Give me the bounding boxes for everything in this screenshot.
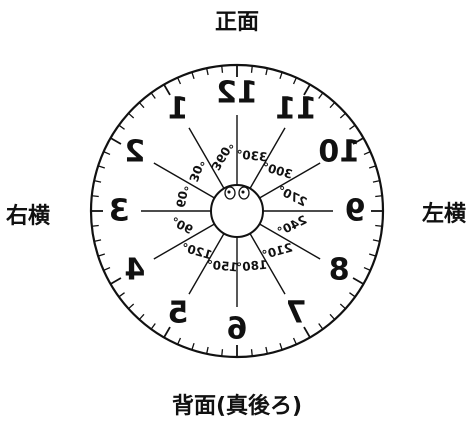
center-circle [210, 184, 264, 238]
minute-tick [206, 68, 209, 76]
minute-tick [221, 65, 224, 73]
major-tick [163, 84, 171, 96]
label-left-side: 左横 [421, 202, 466, 227]
hour-spoke [249, 127, 286, 189]
hour-spoke [259, 162, 321, 199]
hour-number: 2 [124, 135, 145, 170]
minute-tick [150, 323, 156, 330]
major-tick [110, 137, 122, 145]
minute-tick [372, 180, 380, 183]
minute-tick [206, 346, 209, 354]
minute-tick [318, 92, 324, 99]
major-tick [352, 137, 364, 145]
hour-spoke [249, 233, 286, 295]
minute-tick [292, 77, 297, 85]
minute-tick [368, 253, 377, 257]
minute-tick [250, 65, 253, 73]
label-front: 正面 [214, 10, 260, 35]
minute-tick [349, 292, 356, 298]
hour-number: 9 [345, 194, 366, 229]
degree-label: 60° [173, 184, 191, 209]
degree-label: 90° [169, 214, 196, 237]
minute-tick [279, 71, 283, 80]
major-tick [352, 277, 364, 285]
hour-number: 3 [109, 194, 130, 229]
minute-tick [128, 303, 135, 310]
minute-tick [138, 102, 145, 109]
center-hub [210, 184, 264, 238]
minute-tick [177, 337, 182, 345]
major-tick [110, 277, 122, 285]
minute-tick [279, 342, 283, 351]
minute-tick [250, 349, 253, 357]
minute-tick [329, 102, 336, 109]
degree-label: 210° [260, 240, 294, 262]
hour-number: 4 [124, 253, 145, 288]
major-tick [303, 326, 311, 338]
minute-tick [221, 349, 224, 357]
minute-tick [191, 71, 195, 80]
minute-tick [118, 292, 125, 298]
hour-number: 5 [168, 296, 189, 331]
minute-tick [97, 253, 106, 257]
minute-tick [97, 165, 106, 169]
minute-tick [368, 165, 377, 169]
minute-tick [177, 77, 182, 85]
degree-label: 270° [275, 183, 309, 209]
minute-tick [318, 323, 324, 330]
hour-number: 7 [286, 296, 307, 331]
minute-tick [339, 303, 346, 310]
minute-tick [103, 151, 111, 156]
minute-tick [363, 266, 371, 271]
minute-tick [150, 92, 156, 99]
minute-tick [375, 224, 383, 227]
minute-tick [191, 342, 195, 351]
hour-number: 6 [227, 312, 248, 347]
label-back: 背面(真後ろ) [171, 394, 303, 419]
minute-tick [103, 266, 111, 271]
hour-spoke [153, 223, 215, 260]
minute-tick [292, 337, 297, 345]
minute-tick [265, 68, 268, 76]
hour-spoke [153, 162, 215, 199]
major-tick [303, 84, 311, 96]
degree-label: 330° [236, 147, 268, 164]
minute-tick [372, 239, 380, 242]
minute-tick [375, 195, 383, 198]
hour-number: 1 [168, 91, 189, 126]
minute-tick [91, 195, 99, 198]
minute-tick [91, 224, 99, 227]
minute-tick [329, 313, 336, 320]
minute-tick [349, 124, 356, 130]
hour-spokes [141, 115, 333, 307]
degree-label: 240° [275, 213, 309, 239]
hour-spoke [188, 233, 225, 295]
major-tick [163, 326, 171, 338]
hour-number: 11 [275, 91, 317, 126]
minute-tick [138, 313, 145, 320]
degree-label: 360° [208, 139, 236, 173]
minute-tick [128, 112, 135, 119]
degree-label: 180° [236, 258, 268, 275]
hour-spoke [188, 127, 225, 189]
minute-ticks [91, 65, 383, 357]
minute-tick [118, 124, 125, 130]
degree-label: 150° [206, 258, 238, 275]
hour-number: 10 [318, 135, 360, 170]
hour-number: 12 [216, 76, 258, 111]
label-right-side: 右横 [6, 204, 51, 229]
minute-tick [94, 239, 102, 242]
minute-tick [94, 180, 102, 183]
degree-label: 30° [186, 158, 207, 184]
two-face-icon [224, 186, 250, 200]
minute-tick [339, 112, 346, 119]
minute-tick [265, 346, 268, 354]
hour-spoke [259, 223, 321, 260]
minute-tick [363, 151, 371, 156]
hour-number: 8 [329, 253, 350, 288]
